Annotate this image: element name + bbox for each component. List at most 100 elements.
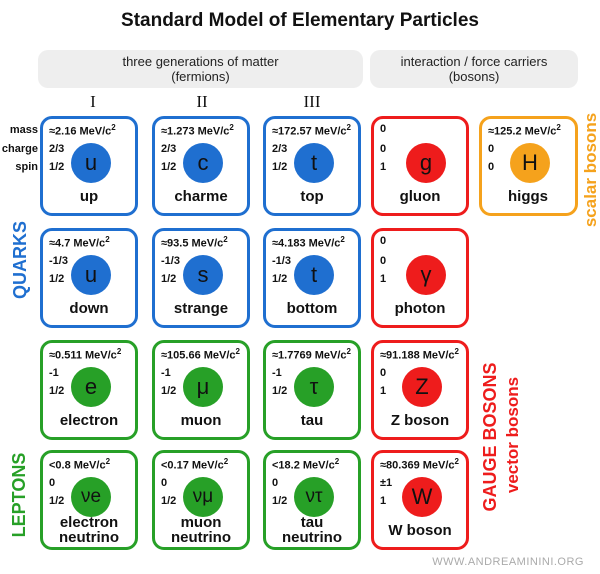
generation-2: II (196, 92, 208, 111)
particle-charge: -1 (161, 367, 171, 379)
particle-card-charme: ≈1.273 MeV/c2 2/3 1/2 c charme (152, 116, 250, 216)
mass-value: ≈1.273 MeV/c (161, 125, 230, 138)
particle-mass: ≈2.16 MeV/c2 (49, 123, 116, 138)
scalar-bosons-label: scalar bosons (581, 112, 600, 228)
particle-card-electron: ≈0.511 MeV/c2 -1 1/2 e electron (40, 340, 138, 440)
particle-card-photon: 0 0 1 γ photon (371, 228, 469, 328)
particle-spin: 1/2 (49, 495, 65, 507)
particle-name: muon (180, 412, 222, 429)
particle-charge: -1/3 (161, 255, 180, 267)
particle-mass: ≈91.188 MeV/c2 (380, 347, 459, 362)
particle-spin: 1/2 (49, 273, 65, 285)
particle-spin: 1 (380, 161, 387, 173)
particle-spin: 1/2 (272, 273, 288, 285)
particle-charge: -1 (49, 367, 59, 379)
particle-mass: ≈1.7769 MeV/c2 (272, 347, 351, 362)
mass-value: ≈4.183 MeV/c (272, 237, 341, 250)
particle-spin: 1 (380, 495, 387, 507)
mass-value: ≈91.188 MeV/c (380, 349, 455, 362)
particle-charge: 0 (380, 367, 387, 379)
particle-spin: 1/2 (161, 385, 177, 397)
gauge-bosons-label: GAUGE BOSONS (480, 362, 500, 512)
particle-spin: 1 (380, 385, 387, 397)
mass-value: ≈93.5 MeV/c (161, 237, 224, 250)
particle-symbol-circle: τ (294, 367, 334, 407)
particle-mass: 0 (380, 123, 386, 135)
particle-spin: 1/2 (272, 495, 288, 507)
particle-mass: ≈80.369 MeV/c2 (380, 457, 459, 472)
particle-card-strange: ≈93.5 MeV/c2 -1/3 1/2 s strange (152, 228, 250, 328)
particle-spin: 1/2 (161, 495, 177, 507)
generation-1: I (90, 92, 96, 111)
particle-name: W boson (388, 522, 452, 539)
particle-symbol-circle: γ (406, 255, 446, 295)
mass-value: ≈80.369 MeV/c (380, 459, 455, 472)
particle-mass: ≈105.66 MeV/c2 (161, 347, 240, 362)
fermions-header-line2: (fermions) (171, 69, 230, 84)
particle-mass: ≈93.5 MeV/c2 (161, 235, 228, 250)
mass-value: ≈4.7 MeV/c (49, 237, 106, 250)
particle-name: gluon (399, 188, 441, 205)
particle-name: strange (173, 300, 229, 317)
mass-value: ≈2.16 MeV/c (49, 125, 112, 138)
spin-label: spin (15, 161, 38, 173)
generation-3: III (303, 92, 321, 111)
particle-mass: ≈0.511 MeV/c2 (49, 347, 122, 362)
particle-card-top: ≈172.57 MeV/c2 2/3 1/2 t top (263, 116, 361, 216)
particle-spin: 1 (380, 273, 387, 285)
particle-charge: -1/3 (272, 255, 291, 267)
particle-card-z-boson: ≈91.188 MeV/c2 0 1 Z Z boson (371, 340, 469, 440)
charge-label: charge (1, 143, 38, 155)
particle-mass: ≈4.7 MeV/c2 (49, 235, 110, 250)
mass-value: 0 (380, 123, 387, 135)
particle-charge: 0 (49, 477, 56, 489)
leptons-label: LEPTONS (9, 452, 29, 538)
mass-value: <0.17 MeV/c (161, 459, 224, 472)
particle-name: top (300, 188, 324, 205)
mass-value: <0.8 MeV/c (49, 459, 106, 472)
fermions-header: three generations of matter (fermions) (38, 50, 363, 88)
particle-name: Z boson (390, 412, 450, 429)
particle-spin: 1/2 (161, 273, 177, 285)
particle-symbol-circle: Z (402, 367, 442, 407)
particle-mass: ≈125.2 MeV/c2 (488, 123, 561, 138)
particle-mass: ≈1.273 MeV/c2 (161, 123, 234, 138)
particle-symbol-circle: H (510, 143, 550, 183)
particle-spin: 1/2 (272, 161, 288, 173)
particle-card-tau: ≈1.7769 MeV/c2 -1 1/2 τ tau (263, 340, 361, 440)
particle-symbol-circle: e (71, 367, 111, 407)
particle-card-down: ≈4.7 MeV/c2 -1/3 1/2 u down (40, 228, 138, 328)
particle-spin: 0 (488, 161, 495, 173)
particle-mass: <18.2 MeV/c2 (272, 457, 340, 472)
particle-charge: -1/3 (49, 255, 68, 267)
mass-value: <18.2 MeV/c (272, 459, 335, 472)
mass-value: ≈172.57 MeV/c (272, 125, 347, 138)
particle-card-bottom: ≈4.183 MeV/c2 -1/3 1/2 t bottom (263, 228, 361, 328)
particle-card-gluon: 0 0 1 g gluon (371, 116, 469, 216)
particle-name: charme (174, 188, 228, 205)
particle-spin: 1/2 (49, 385, 65, 397)
particle-name: tau (300, 412, 324, 429)
particle-spin: 1/2 (272, 385, 288, 397)
particle-card-w-boson: ≈80.369 MeV/c2 ±1 1 W W boson (371, 450, 469, 550)
particle-charge: -1 (272, 367, 282, 379)
mass-value: ≈105.66 MeV/c (161, 349, 236, 362)
particle-name: up (79, 188, 99, 205)
particle-mass: ≈172.57 MeV/c2 (272, 123, 351, 138)
particle-name: down (69, 300, 109, 317)
particle-mass: <0.17 MeV/c2 (161, 457, 229, 472)
particle-mass: <0.8 MeV/c2 (49, 457, 111, 472)
mass-value: ≈1.7769 MeV/c (272, 349, 347, 362)
particle-charge: 0 (380, 255, 387, 267)
particle-name: photon (394, 300, 446, 317)
quarks-label: QUARKS (10, 221, 30, 300)
particle-name: bottom (286, 300, 338, 317)
bosons-header: interaction / force carriers (bosons) (370, 50, 578, 88)
bosons-header-line2: (bosons) (448, 69, 500, 84)
particle-charge: 0 (488, 143, 495, 155)
